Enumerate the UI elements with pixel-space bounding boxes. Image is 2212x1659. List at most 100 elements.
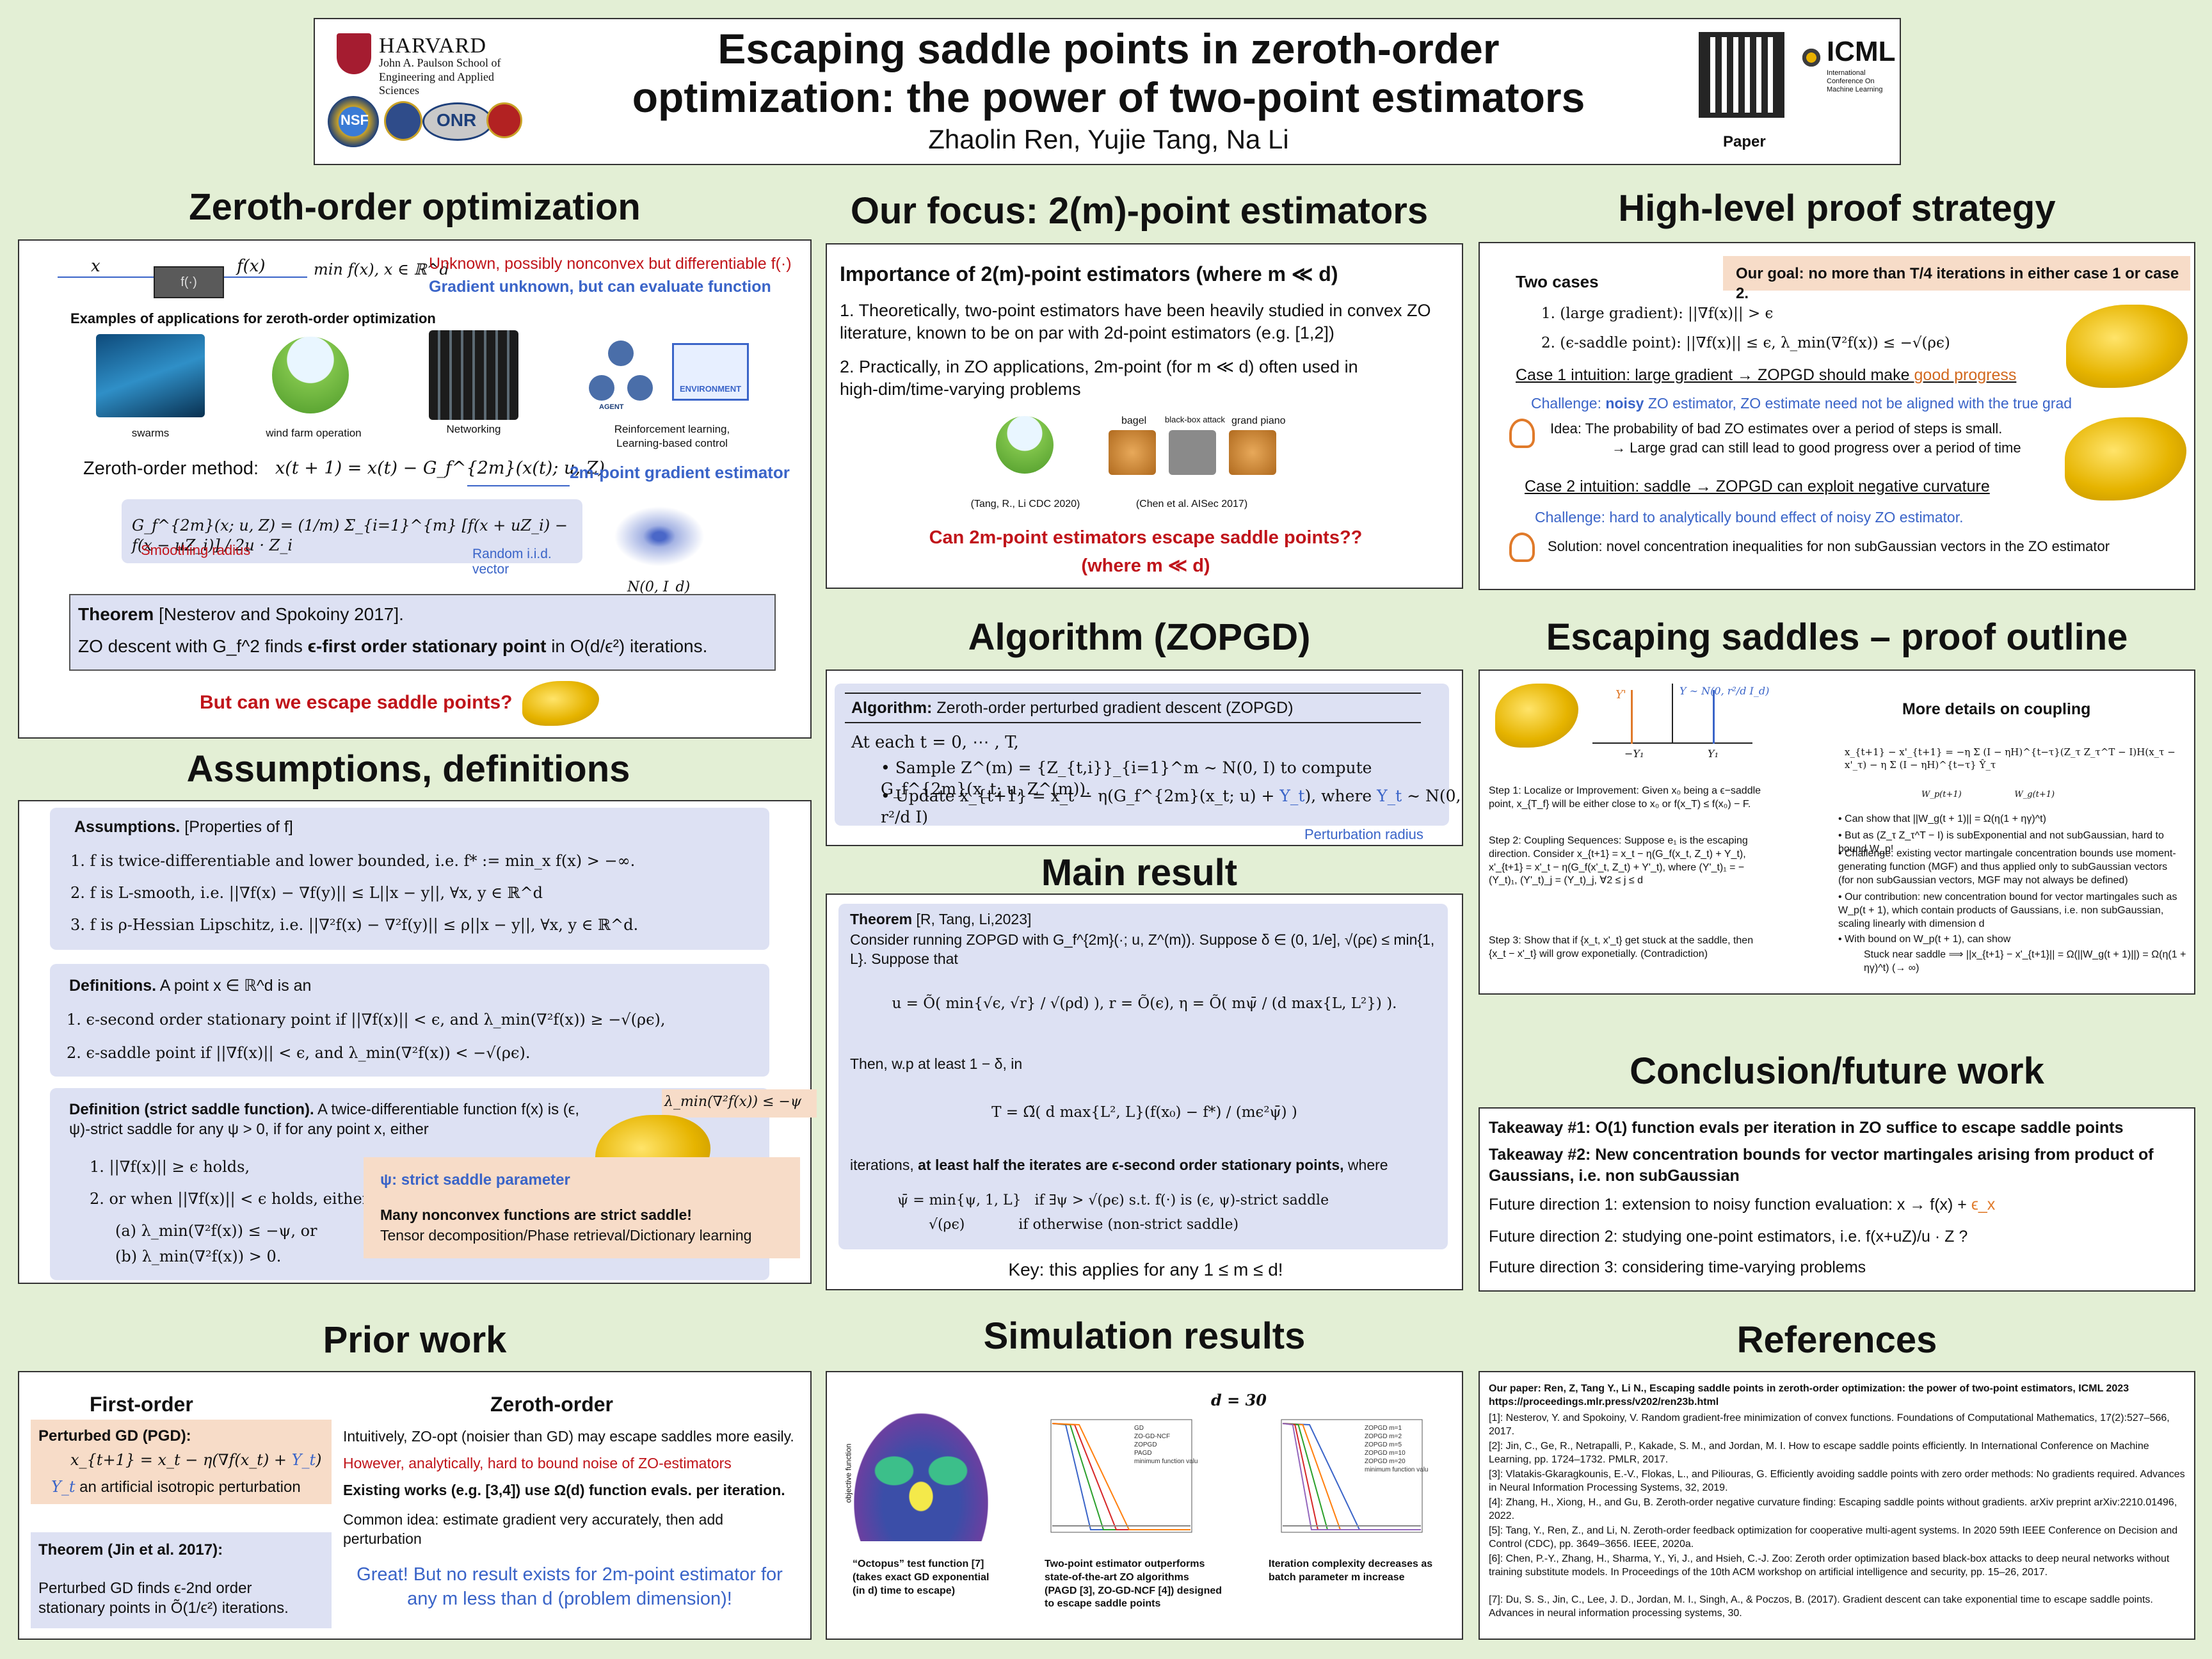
- psi-param-label: ψ: strict saddle parameter: [380, 1170, 570, 1190]
- estimator-formula: G_f^{2m}(x; u, Z) = (1/m) Σ_{i=1}^{m} [f…: [132, 517, 568, 555]
- coupling-title: More details on coupling: [1902, 700, 2091, 718]
- ref-ours[interactable]: Our paper: Ren, Z, Tang Y., Li N., Escap…: [1489, 1383, 2129, 1407]
- pgd-eq-b: ): [316, 1451, 322, 1469]
- pgd-eq-y: Y_t: [291, 1451, 316, 1469]
- poster-authors: Zhaolin Ren, Yujie Tang, Na Li: [928, 124, 1289, 154]
- bagel-label: bagel: [1121, 415, 1147, 426]
- paper-label: Paper: [1723, 133, 1766, 150]
- strict-saddle-note: [364, 1157, 800, 1258]
- main-theorem-T: T = Ω̃( d max{L², L}(f(x₀) − f*) / (mϵ²ψ…: [991, 1104, 1297, 1121]
- main-theorem-conclusion: iterations, at least half the iterates a…: [850, 1156, 1439, 1175]
- rl-agent-icon-2: [589, 375, 614, 401]
- section-title-zo: Zeroth-order optimization: [189, 186, 641, 228]
- algorithm-head: Algorithm: Zeroth-order perturbed gradie…: [851, 698, 1294, 719]
- onr-logo: [422, 102, 493, 141]
- nesterov-theorem-box: [69, 594, 776, 671]
- baseline-caption: Two-point estimator outperforms state-of…: [1045, 1559, 1222, 1610]
- prior-zo-2: However, analytically, hard to bound noi…: [343, 1455, 732, 1471]
- piano-label: grand piano: [1231, 415, 1286, 426]
- anchor-logo: [384, 101, 422, 141]
- escape-panel: Y' Y ∼ N(0, r²/d I_d) −Y₁ Y₁ Step 1: Loc…: [1479, 669, 2195, 995]
- zo-question: But can we escape saddle points?: [200, 692, 513, 713]
- coupling-w-labels: W_p(t+1) W_g(t+1): [1921, 790, 2055, 799]
- main-conclusion-a: iterations,: [850, 1157, 914, 1173]
- main-theorem-params: u = Õ( min{√ϵ, √r} / √(ρd) ), r = Õ(ϵ), …: [892, 995, 1397, 1012]
- nesterov-theorem-word: Theorem: [78, 604, 154, 624]
- ref-3: [3]: Vlatakis-Gkaragkounis, E.-V., Floka…: [1489, 1469, 2185, 1493]
- psi-bar-case-2: √(ρϵ) if otherwise (non-strict saddle): [897, 1217, 1239, 1233]
- rl-environment-icon: [672, 343, 749, 401]
- nesterov-text-bold: ϵ-first order stationary point: [307, 636, 547, 656]
- estimator-formula-box: [122, 499, 582, 563]
- algo-rule-mid: [845, 722, 1421, 723]
- main-theorem-head: Theorem [R, Tang, Li,2023]: [850, 910, 1031, 929]
- section-title-sim: Simulation results: [983, 1315, 1306, 1357]
- proof-goal-box: [1723, 256, 2190, 291]
- coupling-bullet-3: • Challenge: existing vector martingale …: [1838, 848, 2176, 886]
- proof-goal: Our goal: no more than T/4 iterations in…: [1736, 265, 2179, 303]
- networking-image: [429, 330, 518, 420]
- nesterov-theorem-head: Theorem [Nesterov and Spokoiny 2017].: [78, 603, 404, 626]
- baseline-legend-1: ZO-GD-NCF: [1134, 1433, 1170, 1440]
- two-cases-label: Two cases: [1516, 272, 1599, 291]
- case-1-challenge: Challenge: noisy ZO estimator, ZO estima…: [1531, 394, 2072, 413]
- section-title-refs: References: [1736, 1319, 1937, 1361]
- nesterov-text-b: in O(d/ϵ²) iterations.: [551, 636, 708, 656]
- section-title-escape: Escaping saddles – proof outline: [1546, 616, 2128, 658]
- algo-y-term-2: Y_t: [1377, 787, 1402, 805]
- batch-legend-5: minimum function value: [1365, 1466, 1429, 1473]
- main-theorem-setup: Consider running ZOPGD with G_f^{2m}(·; …: [850, 931, 1435, 967]
- neg-y1-label: −Y₁: [1624, 748, 1644, 760]
- qr-code[interactable]: [1699, 32, 1784, 118]
- gaussian-label: N(0, I_d): [627, 579, 691, 595]
- swarms-label: swarms: [131, 427, 170, 439]
- lambda-label-box: [662, 1089, 817, 1118]
- sim-dimension-label: d = 30: [1211, 1391, 1267, 1409]
- focus-point-1: 1. Theoretically, two-point estimators h…: [840, 301, 1431, 343]
- jin-theorem-text: Perturbed GD finds ϵ-2nd order stationar…: [38, 1580, 289, 1617]
- assumption-3: 3. f is ρ-Hessian Lipschitz, i.e. ||∇²f(…: [70, 916, 639, 934]
- batch-legend-3: ZOPGD m=10: [1365, 1450, 1406, 1457]
- definitions-box: [50, 964, 769, 1077]
- jin-theorem-box: [31, 1532, 332, 1628]
- pgd-note-text: an artificial isotropic perturbation: [75, 1479, 301, 1496]
- case-2-challenge: Challenge: hard to analytically bound ef…: [1535, 509, 1964, 525]
- algorithm-name: Zeroth-order perturbed gradient descent …: [936, 699, 1294, 717]
- zo-arrow-out: [224, 276, 307, 278]
- prior-first-order-title: First-order: [90, 1393, 193, 1416]
- case-1-good: good progress: [1914, 366, 2017, 384]
- algo-rule-top: [845, 693, 1421, 694]
- ch1-b: noisy: [1605, 395, 1644, 412]
- algorithm-panel: Algorithm: Zeroth-order perturbed gradie…: [826, 669, 1463, 846]
- pgd-note-y: Y_t: [51, 1478, 76, 1496]
- zo-gradient-text: Gradient unknown, but can evaluate funct…: [429, 278, 771, 296]
- ref-4: [4]: Zhang, H., Xiong, H., and Gu, B. Ze…: [1489, 1497, 2177, 1521]
- future-1-text: Future direction 1: extension to noisy f…: [1489, 1196, 1971, 1214]
- algo-line-3: • Update x_{t+1} = x_t − η(G_f^{2m}(x_t;…: [881, 786, 1462, 828]
- section-title-focus: Our focus: 2(m)-point estimators: [850, 190, 1429, 232]
- zo-examples-title: Examples of applications for zeroth-orde…: [70, 310, 436, 326]
- prior-zo-4: Common idea: estimate gradient very accu…: [343, 1511, 724, 1547]
- zo-blackbox: f(·): [154, 266, 224, 298]
- ref-6: [6]: Chen, P.-Y., Zhang, H., Sharma, Y.,…: [1489, 1553, 2170, 1578]
- escape-step-1: Step 1: Localize or Improvement: Given x…: [1489, 785, 1761, 810]
- rl-label: Reinforcement learning, Learning-based c…: [614, 423, 730, 450]
- batch-series-4: [1282, 1423, 1421, 1530]
- lightbulb-icon: [1509, 419, 1535, 448]
- algo-line-3b: ), where: [1304, 787, 1377, 805]
- octopus-ylabel: objective function: [844, 1443, 853, 1503]
- escape-vector-right: [1713, 690, 1715, 744]
- future-1: Future direction 1: extension to noisy f…: [1489, 1194, 1995, 1215]
- baseline-legend-3: PAGD: [1134, 1450, 1152, 1457]
- main-conclusion-bold: at least half the iterates are ϵ-second …: [918, 1157, 1344, 1173]
- algo-line-2: • Sample Z^(m) = {Z_{t,i}}_{i=1}^m ∼ N(0…: [881, 758, 1372, 798]
- batch-legend-1: ZOPGD m=2: [1365, 1433, 1402, 1440]
- future-3: Future direction 3: considering time-var…: [1489, 1258, 1866, 1276]
- icml-subtitle: International Conference On Machine Lear…: [1827, 69, 1883, 94]
- definitions-head: Definitions. A point x ∈ ℝ^d is an: [69, 975, 311, 997]
- piano-image: [1229, 430, 1276, 475]
- harvard-wordmark: HARVARD: [379, 34, 487, 58]
- baseline-legend-0: GD: [1134, 1425, 1144, 1432]
- definition-1: 1. ϵ-second order stationary point if ||…: [67, 1011, 666, 1029]
